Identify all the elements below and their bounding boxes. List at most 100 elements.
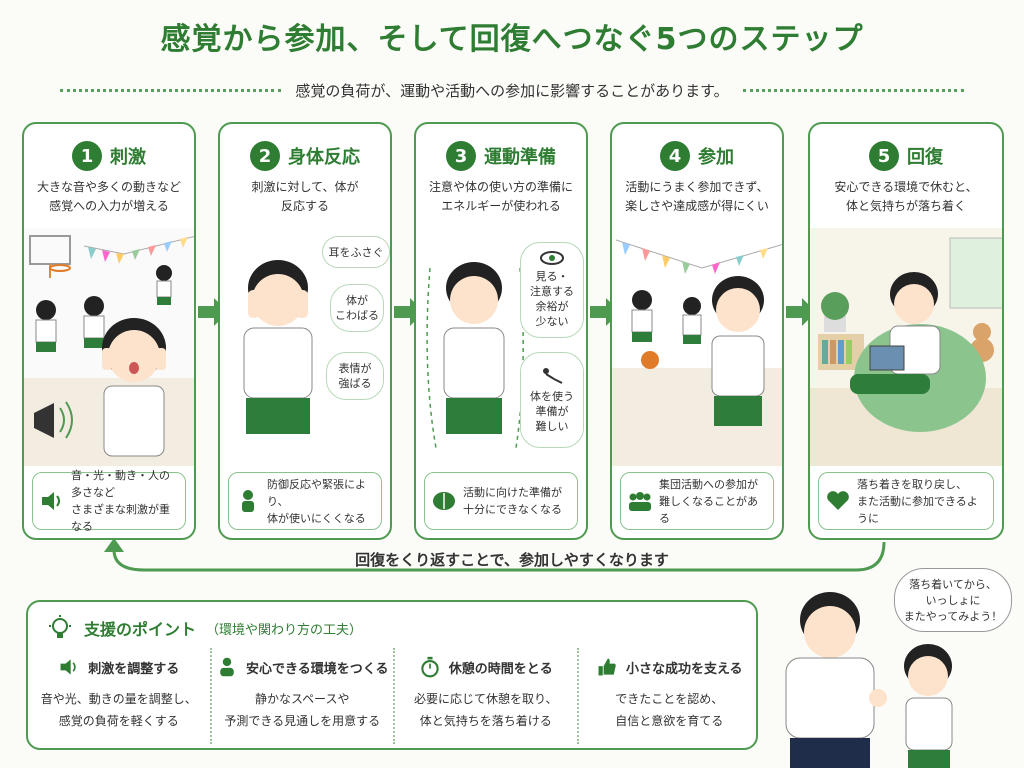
eye-icon <box>540 251 564 265</box>
heart-icon <box>827 491 849 510</box>
step-header: 2 身体反応 <box>220 134 390 178</box>
child-left-icon <box>35 300 57 352</box>
steps-row: 1 刺激 大きな音や多くの動きなど感覚への入力が増える <box>22 122 1004 540</box>
child-center-icon <box>83 296 105 348</box>
step-header: 5 回復 <box>810 134 1002 178</box>
step-description: 大きな音や多くの動きなど感覚への入力が増える <box>36 180 181 213</box>
step-title: 参加 <box>698 147 734 168</box>
step-header: 3 運動準備 <box>416 134 586 178</box>
tense-child-illustration: 見る・注意する余裕が少ない 体を使う準備が難しい <box>416 228 586 466</box>
tip-title: 安心できる環境をつくる <box>246 661 389 677</box>
step-card-1: 1 刺激 大きな音や多くの動きなど感覚への入力が増える <box>22 122 196 540</box>
tip-title: 刺激を調整する <box>88 661 180 677</box>
speech-bubble: 耳をふさぐ <box>322 236 390 268</box>
loop-caption: 回復をくり返すことで、参加しやすくなります <box>355 551 669 569</box>
step-footer: 音・光・動き・人の多さなどさまざまな刺激が重なる <box>32 469 186 533</box>
support-tip: 小さな成功を支える できたことを認め、自信と意欲を育てる <box>579 648 761 744</box>
speaker-icon <box>60 659 76 675</box>
step-footer-text: 集団活動への参加が難しくなることがある <box>659 477 758 525</box>
stopwatch-icon <box>421 656 439 678</box>
step-number: 3 <box>446 141 476 171</box>
step-title: 身体反応 <box>288 147 360 168</box>
tip-title: 休憩の時間をとる <box>448 661 553 677</box>
subtitle-row: 感覚の負荷が、運動や活動への参加に影響することがあります。 <box>60 78 965 102</box>
dotted-divider-right <box>742 88 965 92</box>
support-tip: 刺激を調整する 音や光、動きの量を調整し、感覚の負荷を軽くする <box>28 648 212 744</box>
gym-scene-illustration <box>24 228 194 466</box>
step-description: 注意や体の使い方の準備にエネルギーが使われる <box>428 180 573 213</box>
loudspeaker-icon <box>34 401 73 439</box>
step-footer: 落ち着きを取り戻し、また活動に参加できるように <box>818 472 994 530</box>
group-icon <box>629 492 651 511</box>
speech-bubble: 体がこわばる <box>330 284 384 332</box>
basketball-hoop-icon <box>29 235 71 278</box>
page-subtitle: 感覚の負荷が、運動や活動への参加に影響することがあります。 <box>295 81 729 100</box>
step-number: 2 <box>250 141 280 171</box>
step-description: 安心できる環境で休むと、体と気持ちが落ち着く <box>834 180 978 213</box>
step-description: 刺激に対して、体が反応する <box>251 180 359 213</box>
bubble-text: 見る・注意する余裕が少ない <box>530 270 574 328</box>
step-footer: 集団活動への参加が難しくなることがある <box>620 472 774 530</box>
tip-description: 必要に応じて休憩を取り、体と気持ちを落ち着ける <box>413 692 558 728</box>
page-title: 感覚から参加、そして回復へつなぐ5つのステップ <box>160 22 864 57</box>
tip-description: 音や光、動きの量を調整し、感覚の負荷を軽くする <box>40 692 197 728</box>
support-tip: 安心できる環境をつくる 静かなスペースや予測できる見通しを用意する <box>212 648 395 744</box>
thumbs-up-icon <box>598 658 616 676</box>
support-header: 支援のポイント （環境や関わり方の工夫） <box>46 614 362 642</box>
step-footer-text: 音・光・動き・人の多さなどさまざまな刺激が重なる <box>71 469 170 533</box>
adult-icon <box>785 592 887 768</box>
potted-plant-icon <box>821 292 849 332</box>
support-tips: 刺激を調整する 音や光、動きの量を調整し、感覚の負荷を軽くする 安心できる環境を… <box>28 648 760 744</box>
loop-arrow <box>104 538 886 572</box>
step-footer: 活動に向けた準備が十分にできなくなる <box>424 472 578 530</box>
tip-title: 小さな成功を支える <box>625 661 743 677</box>
child-running-icon <box>682 297 702 344</box>
step-card-2: 2 身体反応 刺激に対して、体が反応する 耳をふさぐ 体がこわばる 表情が強ばる… <box>218 122 392 540</box>
dribbling-child-icon <box>631 290 659 369</box>
step-header: 1 刺激 <box>24 134 194 178</box>
speech-bubble: 表情が強ばる <box>326 352 384 400</box>
step-description: 活動にうまく参加できず、楽しさや達成感が得にくい <box>625 180 769 213</box>
support-title: 支援のポイント <box>84 620 197 639</box>
adult-speech-bubble: 落ち着いてから、いっしょにまたやってみよう！ <box>894 568 1012 632</box>
person-icon <box>220 657 234 677</box>
bunting-icon <box>615 239 782 274</box>
step-footer-text: 活動に向けた準備が十分にできなくなる <box>463 486 562 516</box>
step-title: 運動準備 <box>484 147 556 168</box>
step-number: 5 <box>869 141 899 171</box>
person-icon <box>242 490 254 512</box>
step-title: 回復 <box>907 147 943 168</box>
step-number: 4 <box>660 141 690 171</box>
hesitant-child-icon <box>711 276 765 426</box>
bubble-text: 体を使う準備が難しい <box>530 389 574 433</box>
bookshelf-icon <box>818 334 864 370</box>
dotted-divider-left <box>60 88 282 92</box>
step-footer-text: 落ち着きを取り戻し、また活動に参加できるように <box>857 477 978 525</box>
child-covering-ears-illustration: 耳をふさぐ 体がこわばる 表情が強ばる <box>220 228 390 466</box>
resting-child-illustration <box>810 228 1002 466</box>
step-footer: 防御反応や緊張により、体が使いにくくなる <box>228 472 382 530</box>
teddy-bear-icon <box>970 323 994 362</box>
step-card-3: 3 運動準備 注意や体の使い方の準備にエネルギーが使われる 見る・注意する余裕が… <box>414 122 588 540</box>
adult-child-illustration <box>760 580 1024 768</box>
lightbulb-icon <box>49 615 71 638</box>
step-card-5: 5 回復 安心できる環境で休むと、体と気持ちが落ち着く <box>808 122 1004 540</box>
brain-icon <box>433 492 455 510</box>
step-title: 刺激 <box>110 147 146 168</box>
running-child-icon <box>156 265 172 305</box>
step-header: 4 参加 <box>612 134 782 178</box>
tip-description: できたことを認め、自信と意欲を育てる <box>615 692 724 728</box>
step-number: 1 <box>72 141 102 171</box>
group-activity-illustration <box>612 228 782 466</box>
exercise-icon <box>543 367 563 384</box>
bunting-icon <box>83 235 194 264</box>
attention-bubble: 見る・注意する余裕が少ない <box>520 242 584 338</box>
support-tip: 休憩の時間をとる 必要に応じて休憩を取り、体と気持ちを落ち着ける <box>395 648 579 744</box>
tip-description: 静かなスペースや予測できる見通しを用意する <box>224 692 381 728</box>
distressed-child-icon <box>102 318 166 457</box>
support-panel: 支援のポイント （環境や関わり方の工夫） 刺激を調整する 音や光、動きの量を調整… <box>26 600 758 750</box>
reading-child-icon <box>850 272 941 394</box>
speaker-icon <box>42 492 60 510</box>
support-subtitle: （環境や関わり方の工夫） <box>206 622 363 638</box>
step-card-4: 4 参加 活動にうまく参加できず、楽しさや達成感が得にくい <box>610 122 784 540</box>
